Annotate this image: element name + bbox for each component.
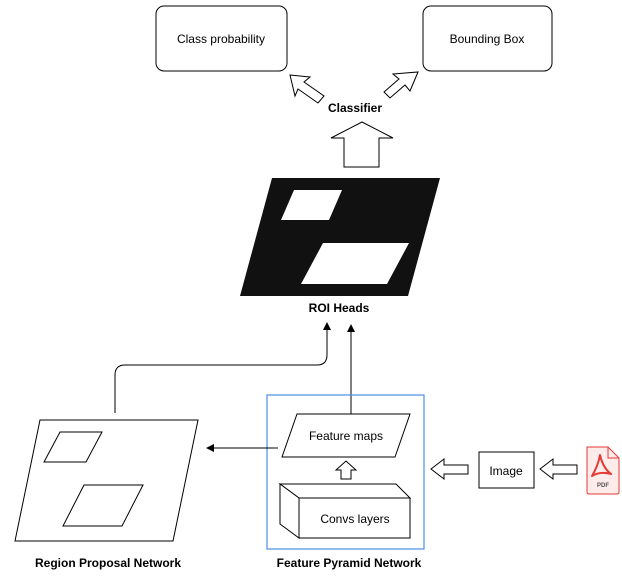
rpn-to-roi-connector [114,322,331,413]
arrow-to-class-probability [289,74,325,104]
feature-maps-node[interactable]: Feature maps [281,413,411,458]
rpn-region-small [43,431,103,463]
class-probability-label: Class probability [177,32,265,46]
roi-region-large [301,243,409,284]
feature-pyramid-network-container [266,394,425,550]
roi-heads-label: ROI Heads [309,301,370,315]
rpn-region-large [62,484,144,527]
arrow-roi-to-classifier [330,121,394,168]
arrow-image-to-fpn [430,457,469,481]
bounding-box-label: Bounding Box [450,32,525,46]
bounding-box-node[interactable]: Bounding Box [422,5,553,72]
classifier-label: Classifier [328,101,382,115]
image-node[interactable]: Image [478,451,535,489]
feature-maps-label: Feature maps [309,429,383,443]
roi-region-small [281,190,342,220]
convs-layers-label: Convs layers [320,512,389,526]
arrow-pdf-to-image [539,457,578,481]
pdf-badge-label: PDF [597,483,609,489]
class-probability-node[interactable]: Class probability [155,5,288,72]
convs-layers-node[interactable]: Convs layers [278,483,412,539]
image-label: Image [489,464,523,478]
pdf-file-icon[interactable]: PDF [586,446,620,495]
roi-heads-feature-map [240,178,440,296]
region-proposal-network-map [14,419,199,542]
feature-pyramid-network-label: Feature Pyramid Network [277,556,422,570]
arrow-to-bounding-box [383,71,419,99]
region-proposal-network-label: Region Proposal Network [35,556,181,570]
arrow-convs-to-feature-maps [334,460,358,480]
